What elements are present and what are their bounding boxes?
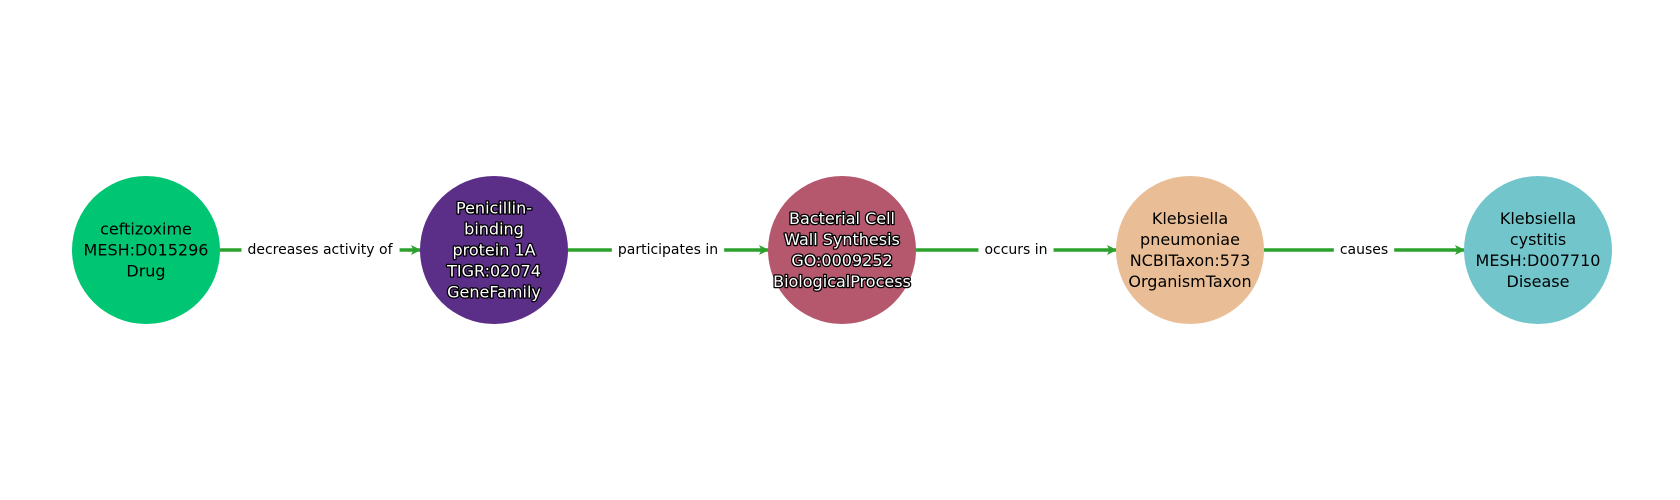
node-circle-klebsiella-cystitis xyxy=(1464,176,1612,324)
node-circle-ceftizoxime xyxy=(72,176,220,324)
node-label-ceftizoxime-line-2: Drug xyxy=(126,262,165,281)
node-label-ceftizoxime-line-0: ceftizoxime xyxy=(100,220,192,239)
node-label-pbp1a-line-4: GeneFamily xyxy=(447,283,541,302)
edge-label-0: decreases activity of xyxy=(247,242,393,258)
edge-label-background-1 xyxy=(611,240,725,260)
edge-label-3: causes xyxy=(1340,242,1388,258)
node-circle-cell-wall xyxy=(768,176,916,324)
edge-label-2: occurs in xyxy=(984,242,1047,258)
edge-label-1: participates in xyxy=(618,242,718,258)
node-label-klebsiella-pneumoniae-line-1: pneumoniae xyxy=(1140,230,1240,249)
edge-label-background-2 xyxy=(978,240,1054,260)
node-label-cell-wall-line-0: Bacterial Cell xyxy=(789,209,895,228)
node-label-pbp1a-line-0: Penicillin- xyxy=(456,199,532,218)
node-label-klebsiella-cystitis-line-3: Disease xyxy=(1507,272,1570,291)
node-circle-pbp1a xyxy=(420,176,568,324)
node-label-cell-wall-line-1: Wall Synthesis xyxy=(784,230,900,249)
node-label-klebsiella-pneumoniae-line-0: Klebsiella xyxy=(1152,209,1228,228)
edge-layer: decreases activity of participates in occu… xyxy=(220,240,1465,260)
node-circle-klebsiella-pneumoniae xyxy=(1116,176,1264,324)
node-label-ceftizoxime-line-1: MESH:D015296 xyxy=(84,241,209,260)
node-label-klebsiella-pneumoniae-line-3: OrganismTaxon xyxy=(1128,272,1251,291)
node-pbp1a: Penicillin-binding protein 1A TIGR:02074Ge… xyxy=(420,176,568,324)
node-label-pbp1a-line-2: protein 1A xyxy=(452,241,535,260)
edge-label-background-3 xyxy=(1333,240,1395,260)
edge-label-background-0 xyxy=(241,240,400,260)
node-label-klebsiella-cystitis-line-1: cystitis xyxy=(1510,230,1566,249)
node-klebsiella-pneumoniae: Klebsiella pneumoniaeNCBITaxon:573Organis… xyxy=(1116,176,1264,324)
node-label-klebsiella-pneumoniae-line-2: NCBITaxon:573 xyxy=(1130,251,1251,270)
node-label-cell-wall-line-2: GO:0009252 xyxy=(791,251,892,270)
node-label-pbp1a-line-1: binding xyxy=(464,220,524,239)
node-label-klebsiella-cystitis-line-2: MESH:D007710 xyxy=(1476,251,1601,270)
node-label-pbp1a-line-3: TIGR:02074 xyxy=(446,262,541,281)
node-label-klebsiella-cystitis-line-0: Klebsiella xyxy=(1500,209,1576,228)
node-label-cell-wall-line-3: BiologicalProcess xyxy=(773,272,911,291)
